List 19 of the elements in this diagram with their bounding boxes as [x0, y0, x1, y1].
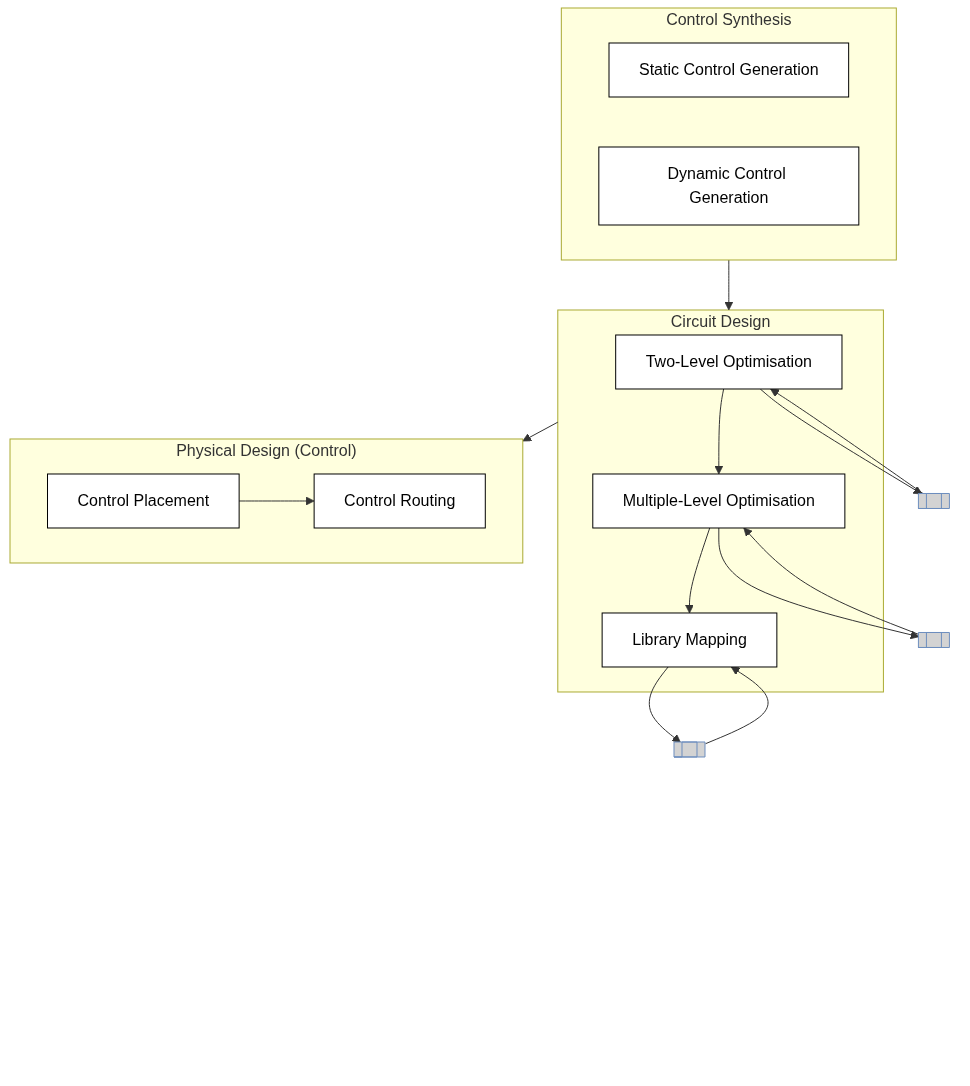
- node-box: Static Control Generation: [608, 42, 850, 98]
- node-box: [918, 632, 951, 648]
- arrow: [724, 259, 734, 311]
- node-box: Dynamic Control Generation: [598, 146, 860, 226]
- arrow: [685, 527, 711, 614]
- node-box: Library Mapping: [601, 612, 778, 668]
- node-box: [673, 741, 706, 758]
- node-box: [918, 493, 951, 509]
- arrow: [522, 421, 559, 442]
- arrow: [718, 527, 920, 640]
- arrow: [238, 496, 315, 506]
- arrow: [649, 666, 682, 743]
- node-box: Control Routing: [313, 473, 487, 529]
- node-box: Two-Level Optimisation: [615, 334, 843, 390]
- arrow: [743, 527, 920, 635]
- arrow: [714, 388, 725, 475]
- node-box: Multiple-Level Optimisation: [592, 473, 846, 529]
- arrow: [705, 666, 769, 745]
- node-box: Control Placement: [47, 473, 240, 529]
